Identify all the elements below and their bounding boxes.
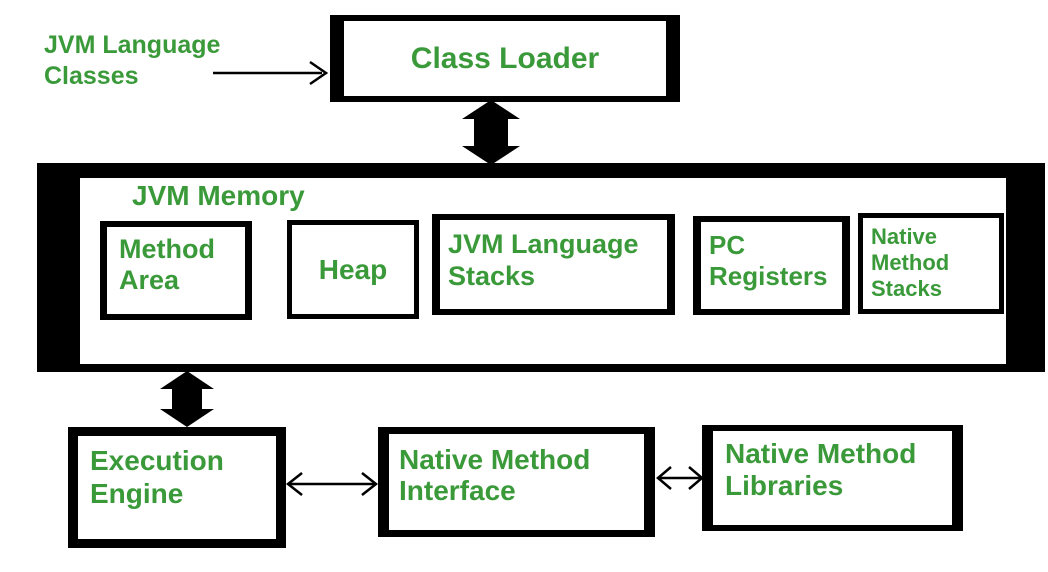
input-to-classloader-arrow [213, 60, 329, 86]
engine-nmi-arrow [285, 472, 379, 496]
method-area-box: Method Area [100, 221, 252, 320]
native-method-libraries-box: Native Method Libraries [702, 425, 963, 531]
heap-box: Heap [287, 220, 419, 319]
jvm-language-stacks-box: JVM Language Stacks [432, 214, 675, 315]
nmi-libraries-arrow [656, 466, 704, 490]
jvm-language-classes-label: JVM Language Classes [44, 31, 221, 90]
jvm-memory-title: JVM Memory [132, 180, 305, 211]
classloader-memory-arrow [462, 100, 520, 165]
native-method-interface-box: Native Method Interface [378, 427, 655, 537]
class-loader-box: Class Loader [330, 15, 680, 102]
native-method-stacks-box: Native Method Stacks [858, 213, 1004, 314]
execution-engine-box: Execution Engine [68, 427, 286, 548]
memory-engine-arrow [160, 371, 214, 427]
pc-registers-box: PC Registers [693, 216, 850, 315]
